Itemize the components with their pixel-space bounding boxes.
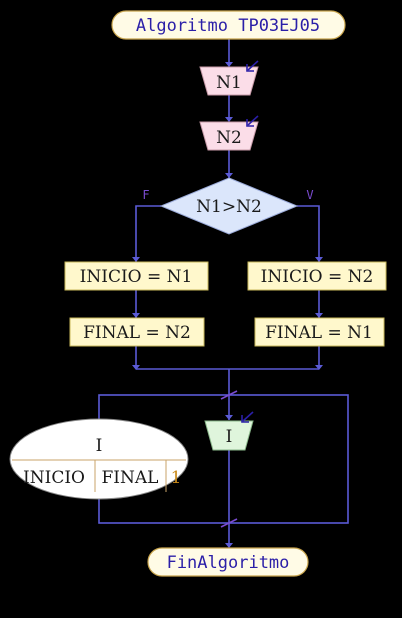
true-branch-label: V: [306, 188, 313, 202]
process-box: [69, 317, 205, 347]
loop-var-label: I: [96, 436, 103, 456]
read-i-node[interactable]: I: [204, 411, 254, 451]
arrowhead: [225, 117, 233, 122]
arrowhead: [225, 62, 233, 67]
left-assign-inicio-label: INICIO = N1: [80, 267, 193, 287]
read-i-shape: [204, 420, 254, 451]
loop-header-node[interactable]: I INICIO FINAL 1: [9, 418, 189, 500]
process-box: [247, 261, 387, 291]
process-box: [64, 261, 209, 291]
right-assign-inicio-label: INICIO = N2: [261, 267, 374, 287]
start-terminal-shape: [111, 10, 346, 40]
decision-label: N1>N2: [196, 197, 262, 217]
loop-start-label: INICIO: [23, 468, 85, 488]
read-n2-shape: [199, 121, 259, 151]
arrowhead: [315, 365, 323, 370]
read-n1-node[interactable]: N1: [199, 60, 259, 96]
input-arrow-icon-head: [241, 415, 249, 423]
left-assign-final-node[interactable]: FINAL = N2: [69, 317, 205, 347]
input-arrow-icon-head: [246, 119, 254, 127]
read-n2-label: N2: [216, 128, 242, 148]
loop-tick-bottom: [220, 518, 238, 528]
left-assign-final-label: FINAL = N2: [83, 323, 191, 343]
loop-end-label: FINAL: [102, 468, 159, 488]
connector-decision-true: [297, 205, 320, 262]
left-assign-inicio-node[interactable]: INICIO = N1: [64, 261, 209, 291]
arrowhead: [225, 173, 233, 178]
arrowhead: [315, 313, 323, 318]
read-n1-shape: [199, 66, 259, 96]
loop-ticks: [220, 390, 238, 528]
loop-header-ellipse: [9, 418, 189, 500]
input-arrow-icon: [242, 411, 254, 422]
right-assign-final-node[interactable]: FINAL = N1: [254, 317, 385, 347]
arrowheads: [132, 62, 323, 548]
start-node[interactable]: Algoritmo TP03EJ05: [111, 10, 346, 40]
arrowhead: [315, 257, 323, 262]
arrowhead: [132, 257, 140, 262]
arrowhead: [225, 543, 233, 548]
end-label: FinAlgoritmo: [167, 553, 290, 573]
connector-decision-false: [135, 205, 161, 262]
read-i-label: I: [226, 427, 233, 447]
arrowhead: [132, 313, 140, 318]
decision-node[interactable]: N1>N2 F V: [142, 177, 314, 235]
arrowhead: [225, 415, 233, 420]
decision-diamond-shape: [159, 177, 299, 235]
end-terminal-shape: [147, 547, 309, 577]
arrowhead: [132, 365, 140, 370]
right-assign-final-label: FINAL = N1: [265, 323, 373, 343]
right-assign-inicio-node[interactable]: INICIO = N2: [247, 261, 387, 291]
loop-tick-top: [220, 390, 238, 400]
loop-step-label: 1: [171, 468, 182, 488]
input-arrow-icon: [247, 60, 259, 71]
false-branch-label: F: [142, 188, 149, 202]
input-arrow-icon-head: [246, 64, 254, 72]
read-n1-label: N1: [216, 73, 242, 93]
input-arrow-icon: [247, 115, 259, 126]
process-box: [254, 317, 385, 347]
read-n2-node[interactable]: N2: [199, 115, 259, 151]
end-node[interactable]: FinAlgoritmo: [147, 547, 309, 577]
start-label: Algoritmo TP03EJ05: [136, 16, 320, 36]
